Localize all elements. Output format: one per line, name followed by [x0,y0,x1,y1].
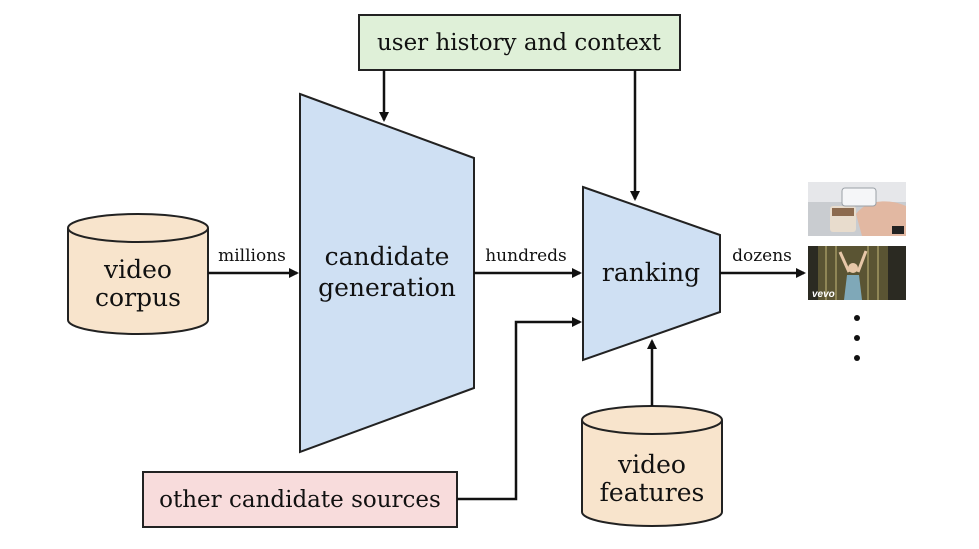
user-history-label: user history and context [377,30,662,56]
edge-label-dozens: dozens [732,246,792,266]
video-thumbnail-1 [808,182,906,236]
video-corpus-label-line2: corpus [95,283,181,312]
video-corpus-store: video corpus [67,213,209,335]
arrow-other-sources-to-ranking [457,317,582,501]
other-sources-box: other candidate sources [142,471,458,528]
thumbnail-watermark: vevo [812,289,835,300]
user-history-box: user history and context [358,14,681,71]
other-sources-label: other candidate sources [159,487,441,513]
video-corpus-label-line1: video [103,255,172,284]
video-features-store: video features [581,405,723,527]
edge-label-millions: millions [218,246,286,266]
more-results-ellipsis-icon [854,315,860,361]
ranking-stage: ranking [582,185,721,362]
video-features-label-line2: features [600,478,705,507]
video-features-label-line1: video [617,450,686,479]
ranking-label: ranking [602,258,700,287]
video-thumbnail-2: vevo [808,246,906,300]
candidate-generation-label-line1: candidate [325,242,450,271]
edge-label-hundreds: hundreds [485,246,567,266]
candidate-generation-label-line2: generation [318,273,456,302]
candidate-generation-stage: candidate generation [299,92,475,454]
